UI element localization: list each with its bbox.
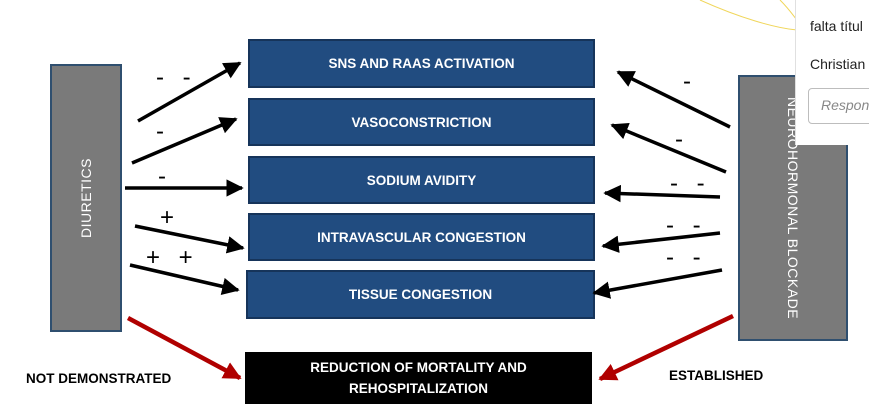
diuretics-effect-symbol: - - bbox=[156, 64, 197, 91]
reply-placeholder: Respon bbox=[821, 97, 869, 113]
blockade-arrow-sns-raas bbox=[616, 70, 731, 129]
blockade-arrow-vasoconstriction bbox=[610, 122, 727, 174]
diuretics-column: DIURETICS bbox=[50, 64, 122, 332]
diuretics-effect-symbol: + bbox=[160, 204, 181, 231]
blockade-effect-symbol: - - bbox=[666, 244, 707, 271]
effect-label: SODIUM AVIDITY bbox=[366, 172, 477, 188]
blockade-arrow-intravascular bbox=[601, 231, 721, 253]
diuretics-arrow-vasoconstriction bbox=[131, 117, 238, 165]
diuretics-arrow-intravascular bbox=[134, 224, 245, 254]
effect-box-sodium-avidity: SODIUM AVIDITY bbox=[248, 156, 595, 204]
effect-box-intravascular-congestion: INTRAVASCULAR CONGESTION bbox=[248, 213, 595, 261]
comment-text: falta títul bbox=[810, 18, 863, 34]
blockade-effect-symbol: - bbox=[683, 68, 697, 95]
not-demonstrated-caption: NOT DEMONSTRATED bbox=[26, 371, 172, 386]
blockade-arrow-sodium-avidity bbox=[603, 184, 721, 203]
established-caption: ESTABLISHED bbox=[669, 368, 764, 383]
blockade-effect-symbol: - - bbox=[666, 212, 707, 239]
effect-box-tissue-congestion: TISSUE CONGESTION bbox=[246, 270, 595, 319]
blockade-effect-symbol: - - bbox=[670, 170, 711, 197]
comment-author: Christian bbox=[810, 56, 866, 72]
diuretics-effect-symbol: - bbox=[158, 163, 172, 190]
outcome-line-2: REHOSPITALIZATION bbox=[349, 381, 488, 396]
red-arrow-not-demonstrated bbox=[126, 316, 242, 380]
effect-label: INTRAVASCULAR CONGESTION bbox=[317, 229, 526, 245]
outcome-box: REDUCTION OF MORTALITY AND REHOSPITALIZA… bbox=[245, 352, 592, 404]
red-arrow-established bbox=[598, 313, 734, 382]
diuretics-effect-symbol: - bbox=[156, 118, 170, 145]
effect-label: SNS AND RAAS ACTIVATION bbox=[328, 56, 515, 71]
effect-label: VASOCONSTRICTION bbox=[351, 114, 492, 130]
comment-connector-lines bbox=[699, 0, 798, 31]
effect-label: TISSUE CONGESTION bbox=[348, 287, 493, 302]
diuretics-effect-symbol: + + bbox=[146, 244, 199, 271]
blockade-arrow-tissue bbox=[592, 268, 723, 299]
effect-box-vasoconstriction: VASOCONSTRICTION bbox=[248, 98, 595, 146]
diuretics-arrow-tissue bbox=[129, 263, 240, 295]
diuretics-arrow-sns-raas bbox=[137, 61, 242, 123]
effect-box-sns-raas: SNS AND RAAS ACTIVATION bbox=[248, 39, 595, 88]
reply-input[interactable]: Respon bbox=[808, 88, 869, 124]
outcome-line-1: REDUCTION OF MORTALITY AND bbox=[310, 360, 527, 375]
blockade-effect-symbol: - bbox=[675, 126, 689, 153]
